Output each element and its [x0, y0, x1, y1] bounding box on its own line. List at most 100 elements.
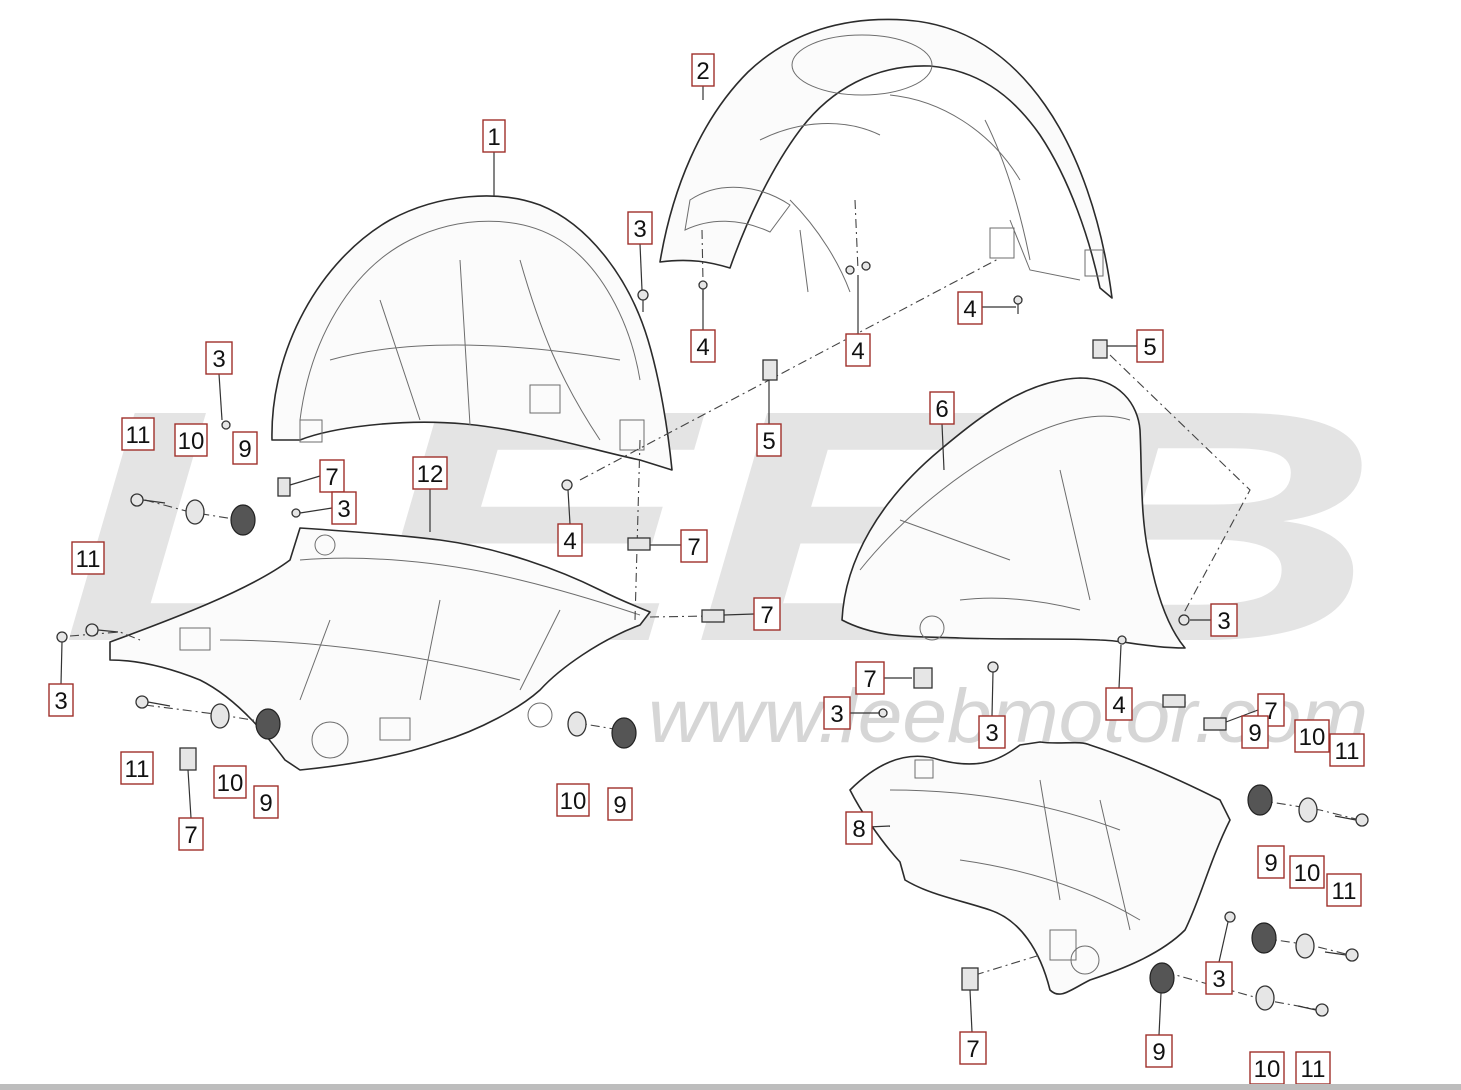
callout-5-right: 5: [1136, 329, 1164, 363]
callout-6-label: 6: [935, 396, 948, 423]
callout-10-rear-bottom: 10: [1249, 1051, 1285, 1085]
callout-9-top-left-label: 9: [238, 436, 251, 463]
screw-3-rear-mid: [987, 661, 999, 673]
callout-11-bottom-left: 11: [120, 751, 154, 785]
washer-10-center: [567, 711, 587, 737]
callout-3-rear-mid-label: 3: [985, 720, 998, 747]
callout-4-c: 4: [957, 291, 983, 325]
callout-3-rear-left: 3: [823, 696, 851, 730]
part-1-front-upper-cover: [271, 195, 673, 471]
callout-4-a-label: 4: [696, 334, 709, 361]
callout-11-top-left-label: 11: [126, 422, 151, 449]
callout-3-top: 3: [627, 211, 653, 245]
grommet-9-bottom-left: [255, 708, 281, 740]
clip-7-rear-mid: [913, 667, 933, 689]
callout-10-rear-mid: 10: [1289, 855, 1325, 889]
callout-7-bottom-left-label: 7: [184, 822, 197, 849]
part-2-rear-top-cover: [659, 18, 1113, 299]
callout-10-rear-bottom-label: 10: [1254, 1056, 1281, 1083]
callout-9-center: 9: [607, 787, 633, 821]
callout-11-rear-top: 11: [1329, 733, 1365, 767]
callout-11-rear-bottom: 11: [1295, 1051, 1331, 1085]
callout-11-rear-bottom-label: 11: [1301, 1056, 1326, 1083]
callout-7-bottom-left: 7: [178, 817, 204, 851]
washer-10-rear-top: [1298, 797, 1318, 823]
bolt-11-bottom-left: [135, 695, 171, 709]
clip-7-bottom-left: [179, 747, 197, 771]
leader-lines: [60, 84, 1259, 1036]
callout-9-center-label: 9: [613, 792, 626, 819]
screw-3-frame: [291, 508, 301, 518]
callout-3-left: 3: [205, 341, 233, 375]
clip-7-mid: [627, 537, 651, 551]
callout-4-a: 4: [690, 329, 716, 363]
callout-10-top-left: 10: [174, 423, 208, 457]
callout-3-rear-bottom: 3: [1205, 961, 1233, 995]
callout-1-label: 1: [487, 124, 500, 151]
callout-3-top-label: 3: [633, 216, 646, 243]
clip-7-rear-right-b: [1203, 717, 1227, 731]
screw-3-far-left: [56, 631, 68, 643]
callout-3-rear-right-label: 3: [1217, 608, 1230, 635]
callout-3-rear-bottom-label: 3: [1212, 966, 1225, 993]
screw-3-rear-bottom: [1224, 911, 1236, 923]
callout-10-rear-mid-label: 10: [1294, 860, 1321, 887]
callout-7-right: 7: [753, 597, 781, 631]
washer-10-rear-bottom: [1255, 985, 1275, 1011]
callout-11-left: 11: [71, 541, 105, 575]
screw-4-rear: [1117, 635, 1127, 645]
callout-4-front: 4: [557, 523, 583, 557]
screw-4-front: [561, 479, 573, 491]
clip-7-rear-right-a: [1162, 694, 1186, 708]
callout-11-rear-top-label: 11: [1335, 738, 1360, 765]
grommet-9-center: [611, 717, 637, 749]
callout-3-frame: 3: [331, 491, 357, 525]
callout-4-b-label: 4: [851, 338, 864, 365]
callout-7-left-label: 7: [325, 464, 338, 491]
callout-7-rear-mid: 7: [855, 661, 885, 695]
callout-8-label: 8: [852, 816, 865, 843]
callout-9-rear-bottom-label: 9: [1152, 1039, 1165, 1066]
callout-9-top-left: 9: [232, 431, 258, 465]
callout-6: 6: [929, 391, 955, 425]
screw-3-top: [637, 289, 649, 312]
callout-11-rear-mid: 11: [1326, 873, 1362, 907]
clip-7-left: [277, 477, 291, 497]
callout-3-rear-mid: 3: [978, 715, 1006, 749]
grommet-9-top-left: [230, 504, 256, 536]
callout-9-rear-mid: 9: [1257, 845, 1285, 879]
callout-10-rear-top: 10: [1294, 719, 1330, 753]
callout-9-rear-mid-label: 9: [1264, 850, 1277, 877]
callout-5-mid-label: 5: [762, 428, 775, 455]
callout-5-mid: 5: [756, 423, 782, 457]
bolt-11-rear-mid: [1324, 948, 1359, 962]
callout-9-rear-top-label: 9: [1248, 720, 1261, 747]
callout-10-center: 10: [556, 783, 590, 817]
callout-10-top-left-label: 10: [178, 428, 205, 455]
washer-10-bottom-left: [210, 703, 230, 729]
callout-8: 8: [845, 811, 873, 845]
callout-11-bottom-left-label: 11: [125, 756, 150, 783]
screw-3-left: [221, 420, 231, 430]
bottom-border: [0, 1084, 1461, 1090]
callout-9-bottom-left: 9: [253, 785, 279, 819]
callout-4-c-label: 4: [963, 296, 976, 323]
bolt-11-left: [85, 623, 119, 637]
callout-9-rear-top: 9: [1241, 715, 1269, 749]
callout-1: 1: [482, 119, 506, 153]
callout-7-rear-mid-label: 7: [863, 666, 876, 693]
clip-7-rear-bottom: [961, 967, 979, 991]
callout-5-right-label: 5: [1143, 334, 1156, 361]
clip-5-mid: [762, 359, 778, 381]
callout-4-rear-label: 4: [1112, 692, 1125, 719]
screw-3-rear-left: [878, 708, 888, 718]
bolt-11-rear-bottom: [1297, 1003, 1329, 1017]
callout-3-far-left-label: 3: [54, 688, 67, 715]
callout-9-rear-bottom: 9: [1145, 1034, 1173, 1068]
callout-11-top-left: 11: [121, 417, 155, 451]
callout-7-rear-bottom: 7: [959, 1031, 987, 1065]
grommet-9-rear-top: [1247, 784, 1273, 816]
callout-3-rear-left-label: 3: [830, 701, 843, 728]
callout-10-bottom-left-label: 10: [217, 770, 244, 797]
